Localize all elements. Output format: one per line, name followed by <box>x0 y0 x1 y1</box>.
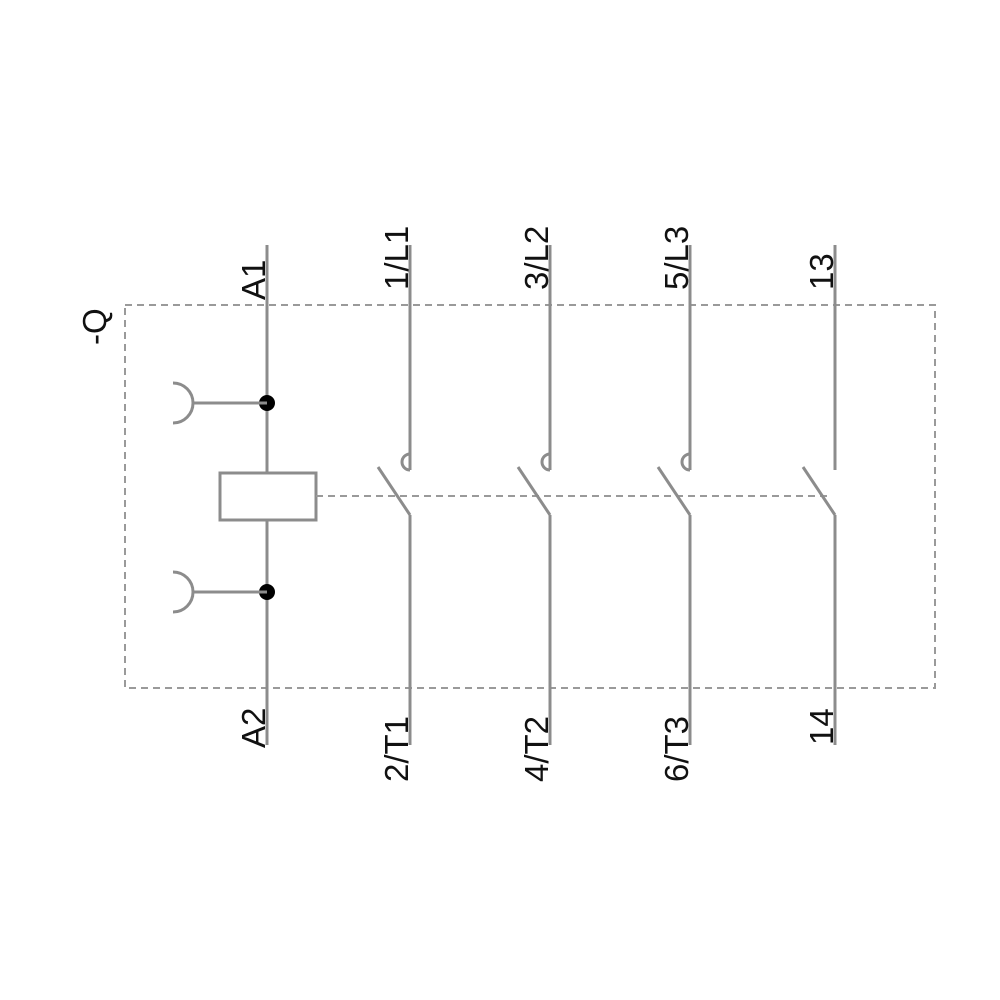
contact-blade <box>376 466 412 516</box>
terminal-label-a1: A1 <box>235 260 272 300</box>
arc-chute-icon <box>680 452 691 472</box>
terminal-label-top: 13 <box>803 253 840 290</box>
contact-blade <box>801 466 837 516</box>
terminal-label-top: 3/L2 <box>518 226 555 290</box>
coil-symbol <box>218 471 318 522</box>
device-designation: -Q <box>76 308 113 345</box>
pole-1: 1/L1 2/T1 <box>376 226 415 782</box>
terminal-label-bottom: 6/T3 <box>658 716 695 782</box>
arc-chute-icon <box>540 452 551 472</box>
terminal-label-bottom: 2/T1 <box>378 716 415 782</box>
pole-2: 3/L2 4/T2 <box>516 226 555 782</box>
socket-icon-bottom <box>172 570 195 614</box>
coil-circuit: A1 A2 <box>172 245 318 748</box>
device-enclosure-boundary <box>124 304 936 689</box>
terminal-label-bottom: 14 <box>803 708 840 745</box>
terminal-label-a2: A2 <box>235 708 272 748</box>
terminal-label-bottom: 4/T2 <box>518 716 555 782</box>
terminal-label-top: 1/L1 <box>378 226 415 290</box>
pole-3: 5/L3 6/T3 <box>656 226 695 782</box>
arc-chute-icon <box>400 452 411 472</box>
contact-blade <box>656 466 692 516</box>
contact-blade <box>516 466 552 516</box>
pole-4: 13 14 <box>801 245 840 745</box>
terminal-label-top: 5/L3 <box>658 226 695 290</box>
socket-icon-top <box>172 381 195 425</box>
